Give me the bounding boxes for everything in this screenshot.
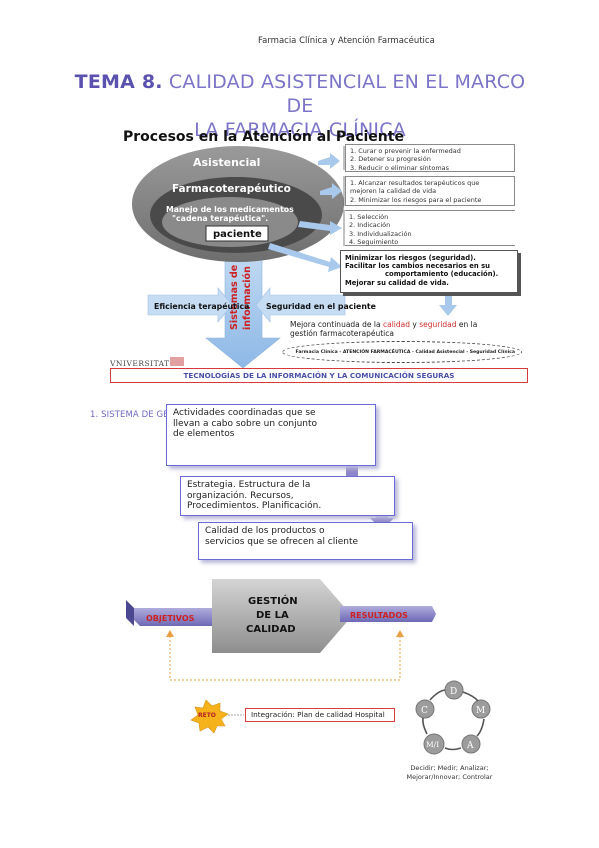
list-item: mejoren la calidad de vida xyxy=(350,187,437,196)
flow-line: Procedimientos. Planificación. xyxy=(187,501,322,512)
page-title: TEMA 8. CALIDAD ASISTENCIAL EN EL MARCO … xyxy=(60,70,540,142)
gestion-shape xyxy=(212,579,352,653)
title-prefix: TEMA 8. xyxy=(74,71,163,93)
mejora-text-b: en la xyxy=(456,320,478,329)
feedback-loop xyxy=(169,632,401,681)
ring-label-farmaco: Farmacoterapéutico xyxy=(172,183,291,195)
cycle-d: D xyxy=(450,687,457,697)
list-item: 1. Selección xyxy=(349,213,389,221)
flow-line: llevan a cabo sobre un conjunto xyxy=(173,418,318,429)
mejora-calidad: calidad xyxy=(382,320,410,329)
dashed-oval: Farmacia Clínica - ATENCIÓN FARMACÉUTICA… xyxy=(282,341,522,363)
ring-label-asistencial: Asistencial xyxy=(193,156,260,169)
university-logo-text: VNIVERSITAT xyxy=(110,359,170,368)
running-header: Farmacia Clínica y Atención Farmacéutica xyxy=(258,36,435,46)
gestion-line2: DE LA xyxy=(256,610,289,621)
title-line1: CALIDAD ASISTENCIAL EN EL MARCO DE xyxy=(168,71,526,117)
list-asistencial: 1. Curar o prevenir la enfermedad 2. Det… xyxy=(345,144,515,172)
patient-box xyxy=(205,225,269,242)
ring-label-manejo-2: "cadena terapéutica". xyxy=(172,214,268,223)
goal-4: Mejorar su calidad de vida. xyxy=(345,278,449,287)
flow-line: servicios que se ofrecen al cliente xyxy=(205,536,359,547)
efficiency-arrow xyxy=(147,287,233,323)
list-item: 3. Reducir o eliminar síntomas xyxy=(350,163,450,172)
reto-burst xyxy=(190,699,229,734)
goal-3: comportamiento (educación). xyxy=(385,270,499,279)
down-to-goals-arrow xyxy=(268,243,342,272)
ring-label-manejo-1: Manejo de los medicamentos xyxy=(166,205,294,214)
safety-label: Seguridad en el paciente xyxy=(266,302,376,311)
list-item: 2. Indicación xyxy=(349,221,391,230)
flow-line: Calidad de los productos o xyxy=(205,526,325,536)
flow-box-strategy: Estrategia. Estructura de la organizació… xyxy=(180,476,395,516)
cycle-m: M xyxy=(476,706,485,716)
cycle-caption: Decidir; Medir; Analizar; Mejorar/Innova… xyxy=(392,764,507,781)
gestion-line1: GESTIÓN xyxy=(248,594,298,607)
cycle-c: C xyxy=(421,706,428,716)
sistemas-label-1: Sistemas de xyxy=(229,265,240,330)
patient-label: paciente xyxy=(213,229,262,240)
cycle-caption-1: Decidir; Medir; Analizar; xyxy=(410,764,489,772)
cycle-caption-2: Mejorar/Innovar; Controlar xyxy=(406,772,493,781)
diagram-title: Procesos en la Atención al Paciente xyxy=(123,129,404,145)
flow-box-activities: Actividades coordinadas que se llevan a … xyxy=(166,404,376,466)
list-item: 2. Detener su progresión xyxy=(350,155,431,164)
flow-line: de elementos xyxy=(173,429,235,440)
quality-management-diagram: GESTIÓN DE LA CALIDAD OBJETIVOS RESULTAD… xyxy=(126,579,491,755)
mejora-text-c: gestión farmacoterapéutica xyxy=(290,329,394,338)
flow-line: organización. Recursos, xyxy=(187,490,294,501)
mejora-seguridad: seguridad xyxy=(419,320,457,329)
list-manejo: 1. Selección 2. Indicación 3. Individual… xyxy=(345,210,515,246)
list-item: 2. Minimizar los riesgos para el pacient… xyxy=(350,195,482,204)
safety-arrow xyxy=(255,287,346,323)
title-line2: LA FARMACIA CLÍNICA xyxy=(194,119,406,141)
resultados-label: RESULTADOS xyxy=(350,611,408,620)
flow-line: Actividades coordinadas que se xyxy=(173,408,316,418)
list-item: 1. Curar o prevenir la enfermedad xyxy=(350,147,461,155)
info-systems-arrow xyxy=(205,244,281,369)
process-diagram: Asistencial Farmacoterapéutico Manejo de… xyxy=(132,146,457,369)
goals-box: Minimizar los riesgos (seguridad). Facil… xyxy=(340,250,518,293)
mejora-y: y xyxy=(410,320,420,329)
list-item: 1. Alcanzar resultados terapéuticos que xyxy=(350,179,480,187)
plan-box: Integración: Plan de calidad Hospital xyxy=(245,708,395,722)
continuous-improvement-text: Mejora continuada de la calidad y seguri… xyxy=(290,320,520,338)
tic-banner: TECNOLOGÍAS DE LA INFORMACIÓN Y LA COMUN… xyxy=(110,368,528,383)
sistemas-label-2: información xyxy=(242,266,253,330)
list-item: 4. Seguimiento xyxy=(349,238,399,247)
cycle-a: A xyxy=(466,741,474,751)
gestion-line3: CALIDAD xyxy=(246,624,296,635)
reto-label: RETO xyxy=(198,712,216,719)
flow-line: Estrategia. Estructura de la xyxy=(187,480,311,490)
efficiency-label: Eficiencia terapéutica xyxy=(154,302,249,311)
objetivos-tab xyxy=(132,608,212,626)
goal-1: Minimizar los riesgos (seguridad). xyxy=(345,254,476,262)
flow-box-quality: Calidad de los productos o servicios que… xyxy=(198,522,413,560)
resultados-tab xyxy=(340,606,436,622)
goals-down-arrow xyxy=(439,280,457,316)
cycle-mi: M/I xyxy=(426,740,439,749)
mejora-text-a: Mejora continuada de la xyxy=(290,320,383,329)
objetivos-label: OBJETIVOS xyxy=(146,614,195,623)
list-item: 3. Individualización xyxy=(349,229,412,238)
goal-2: Facilitar los cambios necesarios en su xyxy=(345,262,490,271)
list-farmacoterapeutico: 1. Alcanzar resultados terapéuticos que … xyxy=(345,176,515,206)
